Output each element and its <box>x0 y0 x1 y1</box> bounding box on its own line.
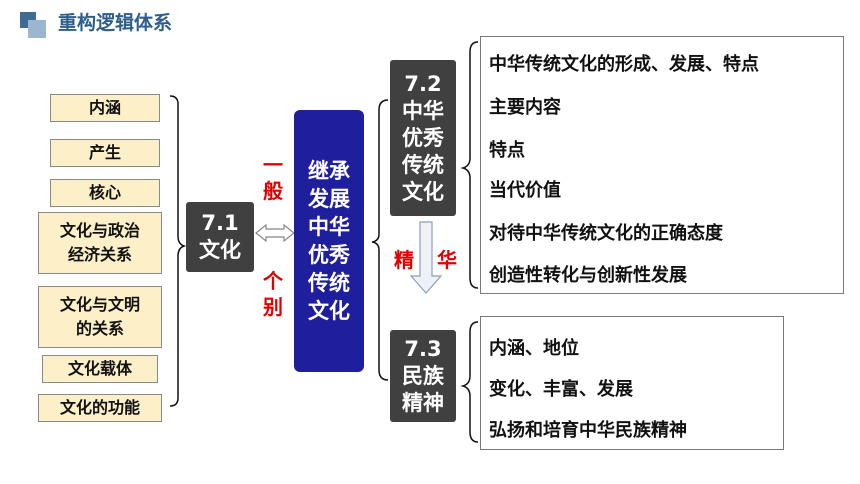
label-essence-left: 精 <box>394 248 414 272</box>
node-7-1-number: 7.1 <box>201 211 239 235</box>
left-item-origin: 产生 <box>50 139 160 167</box>
list-7-3-item: 内涵、地位 <box>489 338 579 359</box>
title-icon <box>20 12 48 38</box>
left-item-core: 核心 <box>50 179 160 207</box>
left-item-carrier: 文化载体 <box>42 355 158 383</box>
node-7-3-number: 7.3 <box>404 336 442 361</box>
list-7-3: 内涵、地位 变化、丰富、发展 弘扬和培育中华民族精神 <box>480 316 784 450</box>
list-7-2-item: 对待中华传统文化的正确态度 <box>489 223 723 244</box>
list-7-3-item: 弘扬和培育中华民族精神 <box>489 420 687 441</box>
left-item-politics-economy: 文化与政治 经济关系 <box>38 212 162 274</box>
left-item-civilization: 文化与文明 的关系 <box>38 286 162 348</box>
list-7-2-item: 主要内容 <box>489 97 561 118</box>
page-title: 重构逻辑体系 <box>58 12 173 34</box>
left-item-function: 文化的功能 <box>38 394 162 422</box>
label-individual: 个别 <box>263 269 283 319</box>
list-7-2-item: 中华传统文化的形成、发展、特点 <box>489 54 759 75</box>
central-theme-box: 继承 发展 中华 优秀 传统 文化 <box>294 110 364 372</box>
node-7-3-national-spirit: 7.3 民族 精神 <box>390 330 456 422</box>
list-7-3-item: 变化、丰富、发展 <box>489 379 633 400</box>
list-7-2: 中华传统文化的形成、发展、特点 主要内容 特点 当代价值 对待中华传统文化的正确… <box>480 36 844 294</box>
node-7-2-label: 中华 优秀 传统 文化 <box>402 98 444 204</box>
label-general: 一般 <box>263 153 283 203</box>
list-7-2-item: 创造性转化与创新性发展 <box>489 265 687 286</box>
list-7-2-item: 特点 <box>489 140 525 161</box>
node-7-2-traditional-culture: 7.2 中华 优秀 传统 文化 <box>390 60 456 216</box>
label-essence-right: 华 <box>437 248 457 272</box>
left-item-content: 内涵 <box>50 94 160 122</box>
node-7-3-label: 民族 精神 <box>402 363 444 415</box>
node-7-1-label: 文化 <box>199 238 241 262</box>
list-7-2-item: 当代价值 <box>489 180 561 201</box>
node-7-2-number: 7.2 <box>404 71 442 96</box>
node-7-1-culture: 7.1 文化 <box>186 202 254 272</box>
